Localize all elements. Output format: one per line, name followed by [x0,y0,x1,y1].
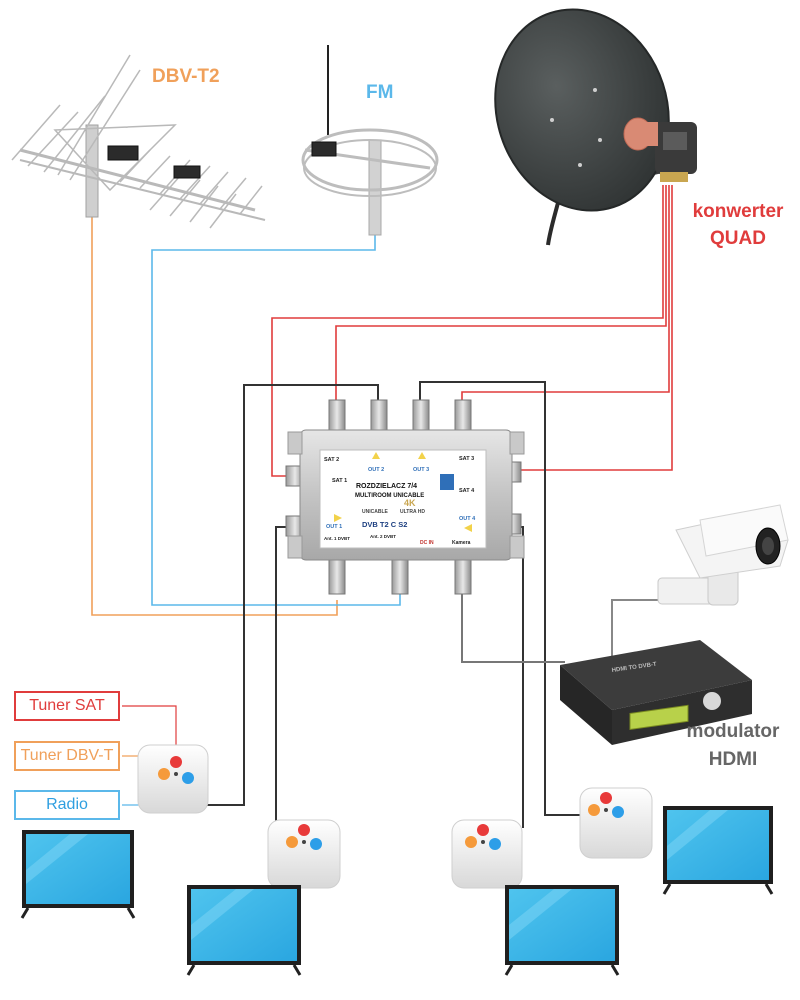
label-ultra-hd: ULTRA HD [400,509,425,515]
cable-camera [611,599,660,662]
label-fm: FM [366,82,394,103]
label-out2: OUT 2 [368,467,384,473]
cable-out-2 [275,526,292,828]
wall-socket-2 [267,819,341,889]
label-kamera: Kamera [452,540,471,546]
label-modulator: modulator HDMI [668,718,798,774]
label-sat2: SAT 2 [324,457,339,463]
badge-4k: 4K [404,498,416,508]
cable-out-1 [205,384,379,806]
wall-socket-3 [451,819,523,889]
label-sat1: SAT 1 [332,478,347,484]
label-dc-in: DC IN [420,540,434,546]
label-sat3: SAT 3 [459,456,474,462]
wall-socket-4 [579,787,653,859]
cable-fm [151,235,401,606]
label-ant1: Ant. 1 DVBT [324,536,350,541]
tv-4 [662,806,774,895]
cable-sat-3 [461,185,670,400]
label-dbvt2: DBV-T2 [152,66,220,87]
label-converter-line2: QUAD [710,228,766,249]
label-radio: Radio [14,790,120,820]
tv-1 [20,830,136,919]
multiroom-splitter: SAT 2 SAT 1 SAT 3 SAT 4 OUT 2 OUT 3 OUT … [285,399,525,595]
label-ant2: Ant. 2 DVBT [370,534,396,539]
ip-camera [657,504,789,606]
quad-lnb [623,117,697,182]
label-out4: OUT 4 [459,516,476,522]
label-tuner-sat: Tuner SAT [14,691,120,721]
label-modulator-line2: HDMI [708,749,758,770]
hdmi-modulator-device: HDMI TO DVB-T [560,640,752,745]
dvbt-antenna [11,54,266,229]
leader-sat [122,705,177,754]
label-sat4: SAT 4 [459,488,475,494]
cable-sat-1 [271,185,664,477]
cable-sat-2 [335,185,667,400]
dvb-logo: DVB T2 C S2 [362,520,407,529]
cable-out-4 [515,526,524,828]
label-out1: OUT 1 [326,524,342,530]
cable-modulator [461,590,565,663]
cable-dvbt [91,215,338,616]
satellite-dish [494,8,697,246]
wall-sockets [137,744,653,889]
fm-antenna [301,45,439,236]
splitter-title: ROZDZIELACZ 7/4 [356,483,417,490]
televisions [20,806,774,976]
cable-sat-4 [515,185,673,471]
splitter-subtitle: MULTIROOM UNICABLE [355,493,424,499]
label-unicable: UNICABLE [362,509,388,515]
tv-2 [186,885,302,976]
cables [91,185,673,828]
label-tuner-dbvt: Tuner DBV-T [14,741,120,771]
tv-3 [504,885,620,976]
label-converter: konwerter QUAD [676,198,800,252]
cable-out-3 [419,381,583,816]
brand-logo [440,474,454,490]
wall-socket-1 [137,744,209,814]
label-out3: OUT 3 [413,467,429,473]
label-modulator-line1: modulator [686,721,780,742]
label-converter-line1: konwerter [692,201,784,222]
